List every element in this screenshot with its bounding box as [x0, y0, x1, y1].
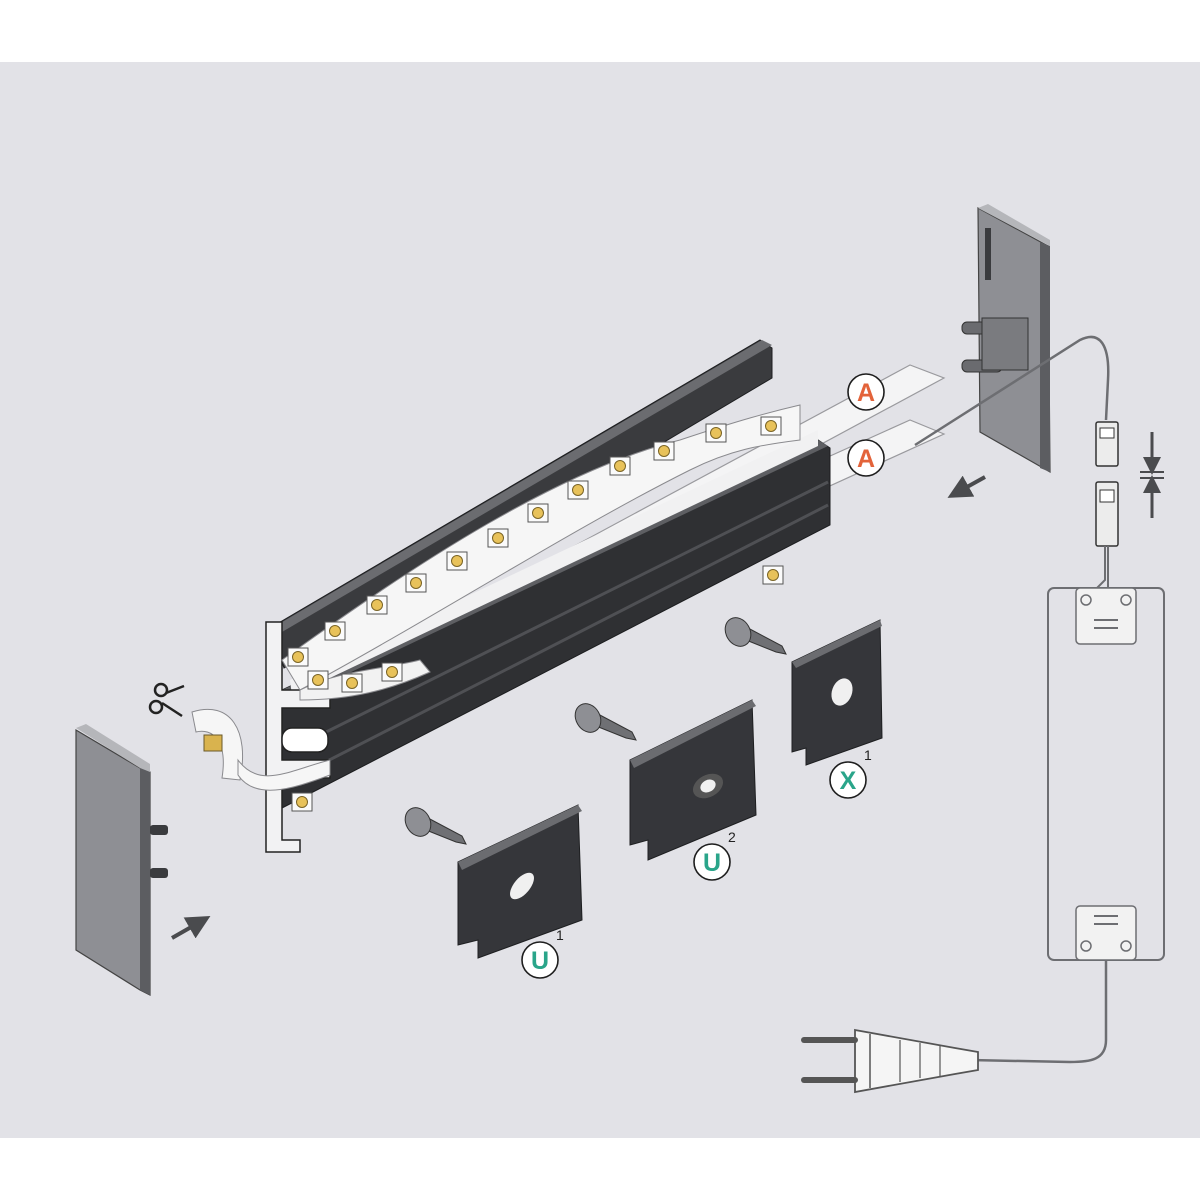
clip-u2	[629, 699, 757, 861]
led-chip	[487, 528, 509, 548]
led-chip	[324, 621, 346, 641]
badge-superscript: 1	[556, 927, 564, 943]
power-plug-icon	[801, 1028, 979, 1094]
aluminium-profile	[265, 339, 831, 853]
badge-letter: X	[840, 767, 857, 795]
led-strip	[281, 404, 801, 812]
connector-icon	[1094, 421, 1119, 591]
badge-letter: A	[857, 445, 875, 473]
power-cable	[969, 960, 1108, 1064]
badge-x-clip: X1	[829, 747, 872, 799]
led-chip	[653, 441, 675, 461]
scissors-icon	[148, 682, 185, 718]
led-chip	[366, 595, 388, 615]
badge-u2-clip: U2	[693, 829, 736, 881]
screw-icon	[574, 703, 637, 741]
badge-u1-clip: U1	[521, 927, 564, 979]
arrow-icon	[171, 916, 211, 940]
connect-marker	[1140, 432, 1164, 518]
led-chip	[287, 647, 309, 667]
led-cable	[914, 335, 1110, 447]
badge-letter: U	[531, 947, 549, 975]
led-chip	[567, 480, 589, 500]
led-chip	[705, 423, 727, 443]
badge-letter: A	[857, 379, 875, 407]
led-chip	[609, 456, 631, 476]
clip-x1	[791, 619, 883, 766]
led-chip	[527, 503, 549, 523]
end-cap-left	[75, 724, 168, 996]
clip-u1	[457, 804, 583, 959]
led-chip	[446, 551, 468, 571]
led-chip	[291, 792, 313, 812]
led-chip	[760, 416, 782, 436]
led-chip	[381, 662, 403, 682]
badge-a-diffuser-bottom: A	[847, 439, 885, 477]
led-chip	[762, 565, 784, 585]
badge-letter: U	[703, 849, 721, 877]
badge-superscript: 1	[864, 747, 872, 763]
badge-a-diffuser-top: A	[847, 373, 885, 411]
screw-icon	[404, 807, 467, 845]
screw-icon	[724, 617, 787, 655]
led-chip	[341, 673, 363, 693]
led-chip	[405, 573, 427, 593]
cut-strip-piece	[191, 708, 331, 791]
led-chip	[307, 670, 329, 690]
arrow-icon	[947, 475, 986, 498]
badge-superscript: 2	[728, 829, 736, 845]
end-cap-right	[961, 204, 1051, 474]
